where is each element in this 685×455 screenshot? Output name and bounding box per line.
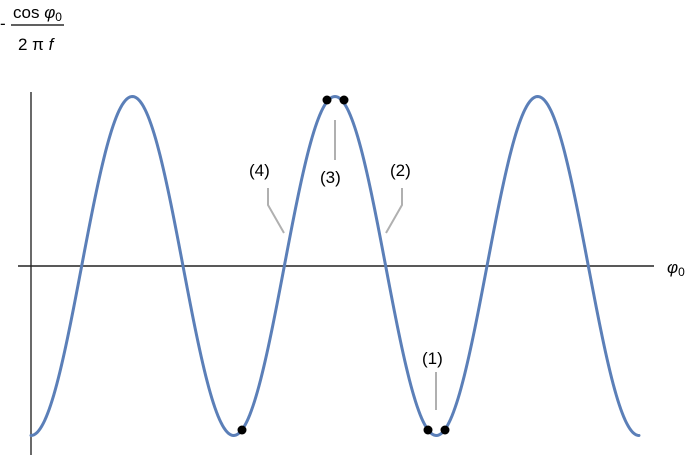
marked-points	[237, 95, 450, 435]
leader-4	[267, 188, 285, 234]
annotation-3: (3)	[320, 168, 341, 187]
cosine-curve	[29, 94, 641, 437]
y-label-denominator: 2 π f	[18, 35, 56, 54]
point-1a	[423, 425, 433, 435]
point-1b	[440, 425, 450, 435]
y-axis-label: - cos φ0 2 π f	[0, 3, 64, 54]
point-min1	[237, 425, 247, 435]
point-3b	[339, 95, 349, 105]
point-3a	[322, 95, 332, 105]
annotation-leaders	[267, 120, 437, 410]
leader-2	[385, 188, 403, 234]
x-axis-label: φ0	[667, 258, 685, 279]
y-label-numerator: cos φ0	[13, 3, 62, 24]
annotation-1: (1)	[422, 349, 443, 368]
y-label-minus: -	[0, 14, 6, 33]
annotation-2: (2)	[390, 161, 411, 180]
annotation-4: (4)	[249, 161, 270, 180]
